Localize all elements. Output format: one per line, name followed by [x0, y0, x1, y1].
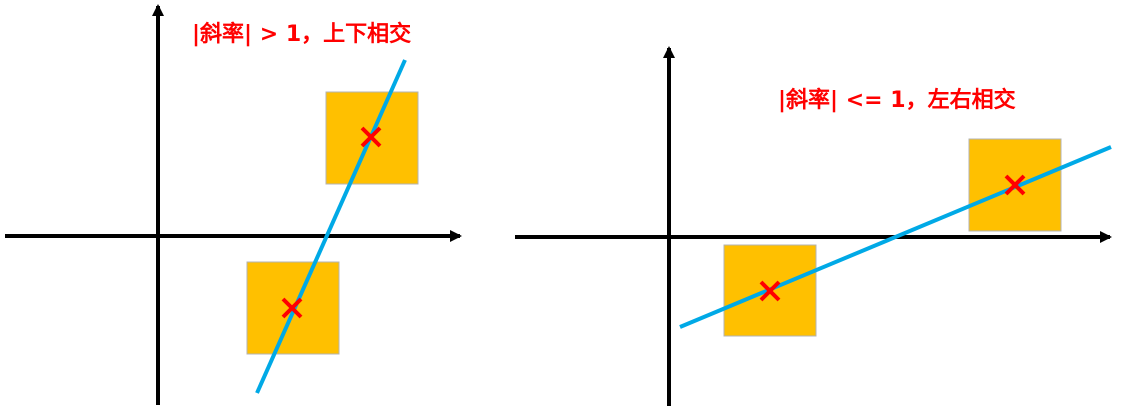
- right-diagram: |斜率| <= 1，左右相交: [515, 46, 1112, 406]
- left-diagram: |斜率| > 1，上下相交: [5, 4, 462, 405]
- right-shallow-line: [679, 145, 1112, 329]
- right-upper-cross-icon: [1004, 174, 1026, 196]
- left-lower-cross-icon: [281, 297, 303, 319]
- left-annotation: |斜率| > 1，上下相交: [192, 21, 411, 47]
- right-annotation: |斜率| <= 1，左右相交: [778, 87, 1016, 113]
- right-lower-cross-icon: [759, 280, 781, 302]
- left-steep-line: [255, 59, 407, 394]
- left-upper-cross-icon: [360, 126, 382, 148]
